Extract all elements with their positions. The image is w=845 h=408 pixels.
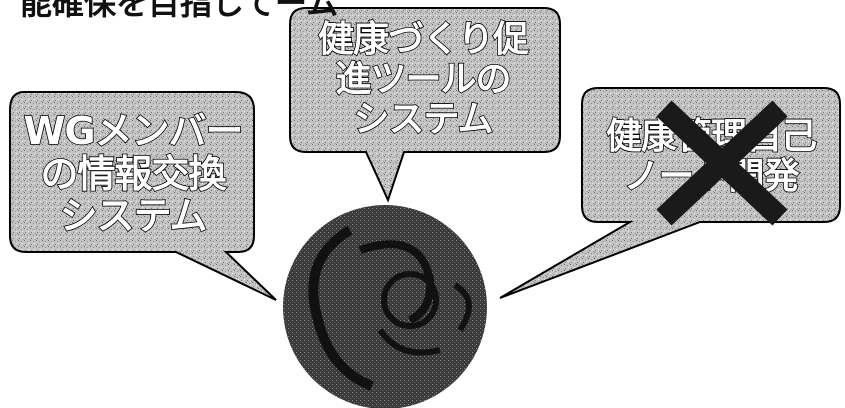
bubble-center-line: 健康づくり促 (317, 18, 530, 60)
bubble-right-line: ノート開発 (623, 155, 801, 197)
bubble-center-line: 進ツールの (335, 58, 513, 100)
bubble-left-line: システム (59, 194, 208, 239)
bubble-left-shape (9, 91, 277, 301)
bubble-center-shape (289, 7, 561, 203)
bubble-right-line: 健康管理自己 (605, 115, 818, 157)
bubble-center-text: 健康づくり促 進ツールの システム (292, 14, 554, 146)
bubble-left-line: の情報交換 (40, 151, 228, 196)
bubble-left-text: WGメンバー の情報交換 システム (14, 104, 252, 244)
bubble-center-line: システム (353, 99, 495, 141)
head-silhouette-icon (283, 205, 487, 408)
top-text-fragment: 能確保を目指してーム (20, 0, 339, 22)
bubble-right-text: 健康管理自己 ノート開発 (586, 100, 836, 214)
bubble-left-line: WGメンバー (23, 109, 245, 154)
